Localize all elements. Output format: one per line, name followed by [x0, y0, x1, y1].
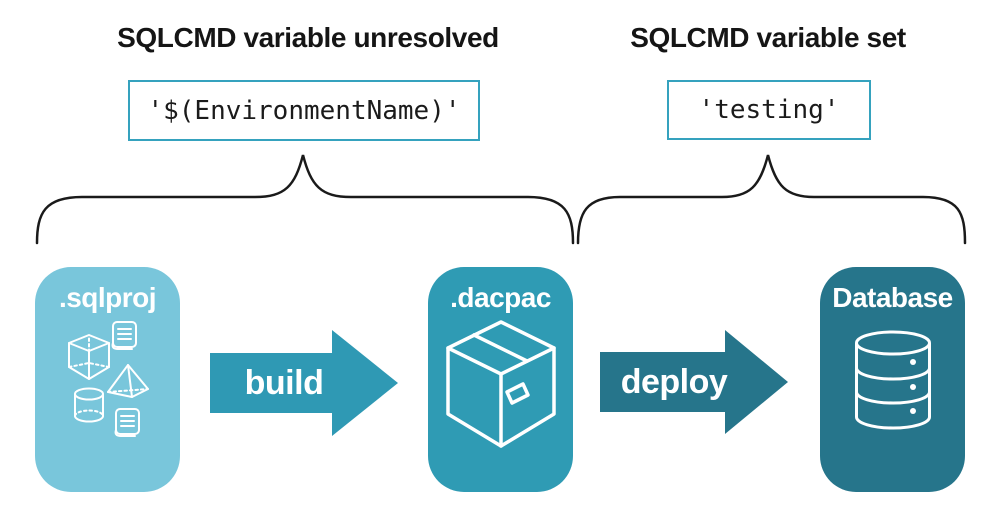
pyramid-icon: [106, 364, 149, 398]
build-arrow-shape: [210, 330, 398, 436]
script-icon: [111, 321, 137, 350]
deploy-arrow-shape: [600, 330, 788, 434]
node-label-dacpac: .dacpac: [450, 282, 551, 313]
deploy-arrow: [600, 330, 788, 434]
node-database: Database: [820, 267, 965, 492]
package-icon: [445, 320, 556, 448]
script-icon: [114, 408, 140, 437]
cylinder-icon: [73, 387, 104, 423]
heading-sqlcmd-unresolved: SQLCMD variable unresolved: [117, 22, 499, 53]
heading-sqlcmd-set: SQLCMD variable set: [630, 22, 906, 53]
left-brace: [35, 150, 575, 245]
database-icon: [854, 330, 931, 430]
sql-objects-icon: [67, 321, 149, 437]
code-value-set: 'testing': [698, 95, 840, 125]
build-arrow: [210, 330, 398, 436]
code-value-unresolved: '$(EnvironmentName)': [147, 95, 461, 126]
node-label-sqlproj: .sqlproj: [58, 282, 157, 313]
node-dacpac: .dacpac: [428, 267, 573, 492]
deploy-arrow-label: deploy: [620, 362, 728, 401]
cube-icon: [67, 334, 110, 380]
right-brace: [576, 150, 967, 245]
code-box-unresolved: '$(EnvironmentName)': [128, 80, 480, 141]
code-box-set: 'testing': [667, 80, 871, 140]
node-label-database: Database: [832, 282, 953, 313]
node-sqlproj: .sqlproj: [35, 267, 180, 492]
build-arrow-label: build: [244, 363, 324, 402]
